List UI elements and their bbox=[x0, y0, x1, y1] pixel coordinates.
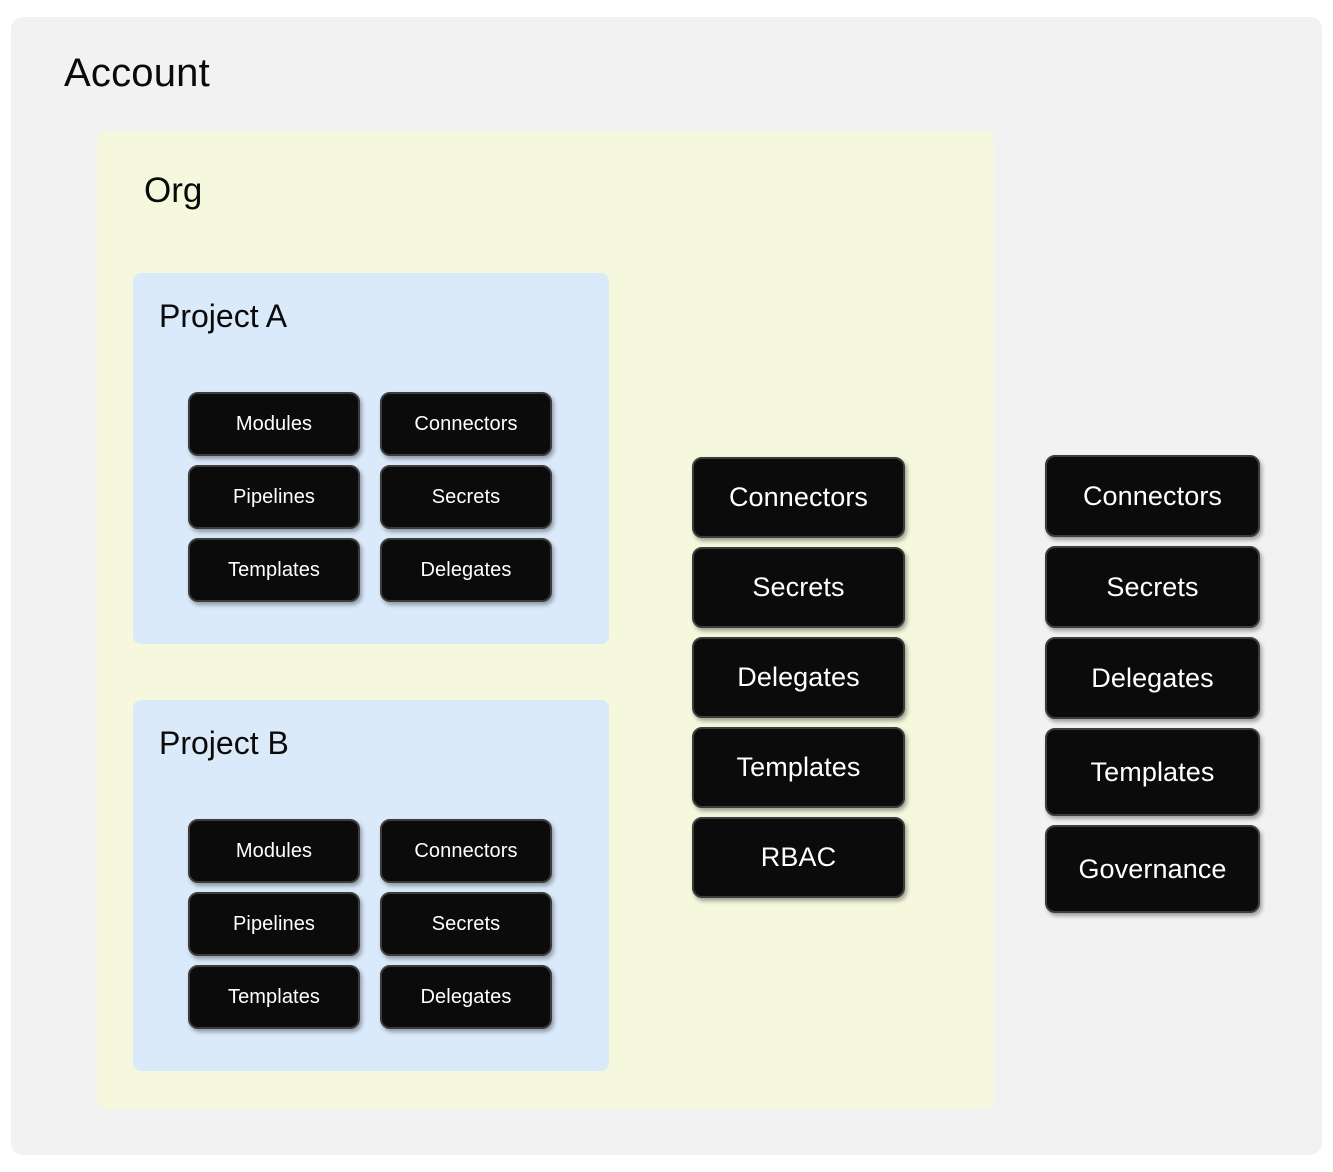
project-b-container: Project B Modules Connectors Pipelines S… bbox=[133, 700, 609, 1071]
account-container: Account Org Project A Modules Connectors… bbox=[11, 17, 1322, 1155]
chip-account-templates[interactable]: Templates bbox=[1045, 728, 1260, 816]
project-a-container: Project A Modules Connectors Pipelines S… bbox=[133, 273, 609, 644]
chip-account-secrets[interactable]: Secrets bbox=[1045, 546, 1260, 628]
chip-org-templates[interactable]: Templates bbox=[692, 727, 905, 808]
chip-connectors[interactable]: Connectors bbox=[380, 819, 552, 883]
chip-account-governance[interactable]: Governance bbox=[1045, 825, 1260, 913]
chip-org-delegates[interactable]: Delegates bbox=[692, 637, 905, 718]
chip-delegates[interactable]: Delegates bbox=[380, 965, 552, 1029]
account-resource-column: Connectors Secrets Delegates Templates G… bbox=[1045, 455, 1260, 913]
chip-delegates[interactable]: Delegates bbox=[380, 538, 552, 602]
org-resource-column: Connectors Secrets Delegates Templates R… bbox=[692, 457, 905, 898]
org-title: Org bbox=[144, 171, 203, 210]
account-title: Account bbox=[64, 51, 210, 95]
chip-templates[interactable]: Templates bbox=[188, 538, 360, 602]
chip-pipelines[interactable]: Pipelines bbox=[188, 892, 360, 956]
chip-account-connectors[interactable]: Connectors bbox=[1045, 455, 1260, 537]
project-b-resource-grid: Modules Connectors Pipelines Secrets Tem… bbox=[188, 819, 552, 1029]
chip-secrets[interactable]: Secrets bbox=[380, 892, 552, 956]
chip-secrets[interactable]: Secrets bbox=[380, 465, 552, 529]
project-a-title: Project A bbox=[159, 298, 288, 334]
chip-modules[interactable]: Modules bbox=[188, 819, 360, 883]
chip-pipelines[interactable]: Pipelines bbox=[188, 465, 360, 529]
chip-org-rbac[interactable]: RBAC bbox=[692, 817, 905, 898]
chip-org-secrets[interactable]: Secrets bbox=[692, 547, 905, 628]
project-b-title: Project B bbox=[159, 725, 289, 761]
project-a-resource-grid: Modules Connectors Pipelines Secrets Tem… bbox=[188, 392, 552, 602]
chip-org-connectors[interactable]: Connectors bbox=[692, 457, 905, 538]
chip-templates[interactable]: Templates bbox=[188, 965, 360, 1029]
chip-modules[interactable]: Modules bbox=[188, 392, 360, 456]
chip-account-delegates[interactable]: Delegates bbox=[1045, 637, 1260, 719]
chip-connectors[interactable]: Connectors bbox=[380, 392, 552, 456]
